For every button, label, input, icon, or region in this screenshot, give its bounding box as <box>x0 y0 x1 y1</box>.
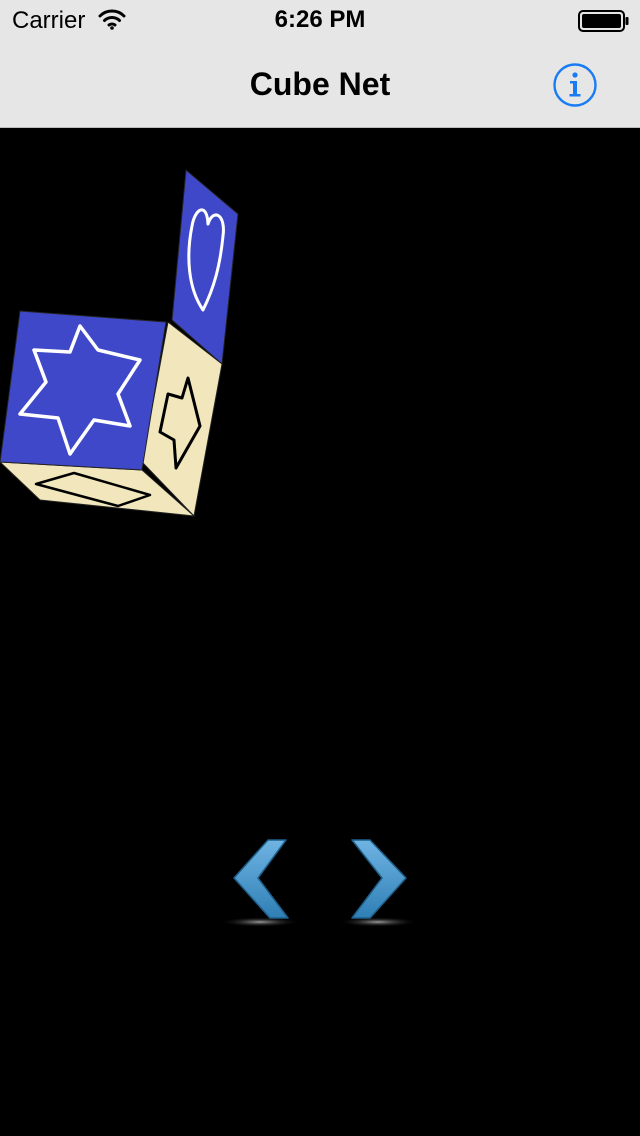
carrier-label: Carrier <box>12 7 86 34</box>
heart-icon <box>187 208 225 312</box>
cube-3d-view[interactable] <box>0 128 640 828</box>
info-icon <box>553 63 597 107</box>
star-of-david-icon <box>18 324 142 456</box>
battery-full-icon <box>578 10 629 32</box>
content-area <box>0 128 640 1136</box>
chevron-right-icon <box>351 839 407 919</box>
page-title: Cube Net <box>249 66 391 102</box>
arrow-icon <box>158 376 202 470</box>
previous-button[interactable] <box>216 832 306 932</box>
diamond-icon <box>34 471 152 508</box>
status-time: 6:26 PM <box>274 6 366 33</box>
info-button[interactable] <box>552 62 598 108</box>
chevron-left-icon <box>233 839 289 919</box>
wifi-icon <box>98 9 126 30</box>
next-button[interactable] <box>334 832 424 932</box>
navigation-bar: Cube Net <box>0 40 640 128</box>
cube-front-face <box>0 310 167 471</box>
status-bar: Carrier 6:26 PM <box>0 0 640 40</box>
